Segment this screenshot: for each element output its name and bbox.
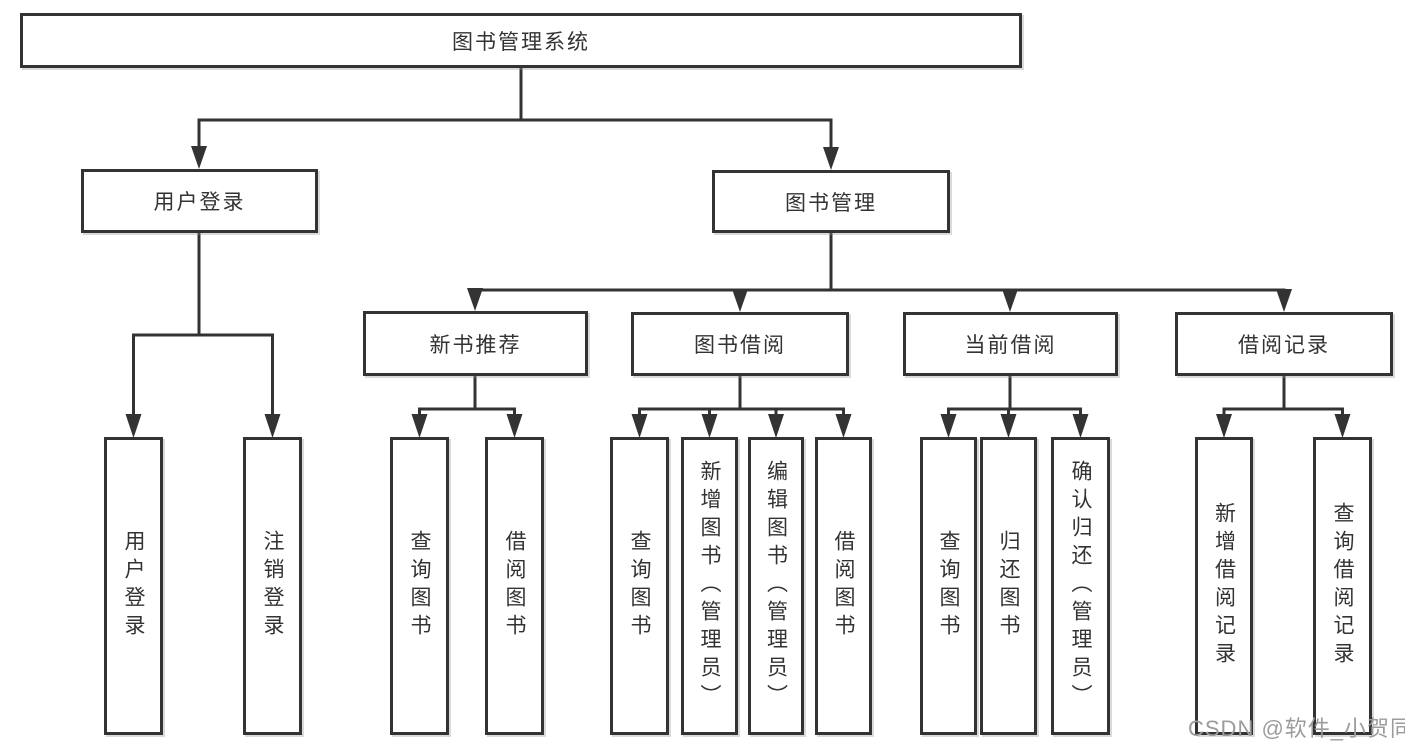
leaf-bb-query-books: 查询图书 <box>610 437 669 735</box>
leaf-bb-add-books-admin: 新增图书（管理员） <box>681 437 738 735</box>
arrowhead <box>823 147 839 170</box>
node-library-system: 图书管理系统 <box>20 13 1022 68</box>
arrowhead <box>1216 414 1232 438</box>
node-label: 当前借阅 <box>964 334 1057 357</box>
leaf-cb-query-books: 查询图书 <box>920 437 977 735</box>
node-label: 图书管理 <box>785 191 877 215</box>
node-label: 用户登录 <box>153 191 246 214</box>
node-book-management: 图书管理 <box>712 170 950 233</box>
leaf-bb-edit-books-admin: 编辑图书（管理员） <box>748 437 804 735</box>
arrowhead <box>940 414 957 438</box>
leaf-br-add-borrow-record: 新增借阅记录 <box>1195 437 1253 735</box>
node-label: 归还图书 <box>997 530 1020 642</box>
node-new-book-recommendation: 新书推荐 <box>363 311 588 376</box>
arrowhead <box>732 289 748 312</box>
arrowhead <box>768 414 784 438</box>
leaf-bb-borrow-books: 借阅图书 <box>815 437 872 735</box>
leaf-cb-return-books: 归还图书 <box>980 437 1037 735</box>
node-label: 图书借阅 <box>694 334 786 357</box>
csdn-watermark: CSDN @软件_小贺同学 <box>1188 716 1405 741</box>
node-label: 用户登录 <box>122 530 145 642</box>
arrowhead <box>835 414 852 438</box>
node-label: 新书推荐 <box>429 333 522 357</box>
leaf-br-query-borrow-record: 查询借阅记录 <box>1313 437 1372 735</box>
node-label: 借阅记录 <box>1238 334 1330 357</box>
leaf-nb-borrow-books: 借阅图书 <box>485 437 544 735</box>
arrowhead <box>264 414 281 438</box>
node-user-login: 用户登录 <box>81 169 318 233</box>
arrowhead <box>467 288 483 311</box>
node-current-borrowing: 当前借阅 <box>903 312 1118 376</box>
node-label: 新增图书（管理员） <box>698 460 721 712</box>
node-label: 新增借阅记录 <box>1212 502 1236 670</box>
leaf-nb-query-books: 查询图书 <box>390 437 449 735</box>
arrowhead <box>1276 289 1292 312</box>
node-label: 注销登录 <box>261 530 284 642</box>
node-label: 编辑图书（管理员） <box>764 460 788 712</box>
node-label: 借阅图书 <box>832 530 855 642</box>
node-label: 图书管理系统 <box>452 30 590 54</box>
arrowhead <box>191 146 207 169</box>
arrowhead <box>631 414 648 438</box>
node-label: 查询图书 <box>628 530 651 642</box>
arrowhead <box>701 414 718 438</box>
node-label: 确认归还（管理员） <box>1069 460 1092 712</box>
node-borrowing-records: 借阅记录 <box>1175 312 1393 376</box>
leaf-logout: 注销登录 <box>243 437 302 735</box>
arrowhead <box>411 414 428 438</box>
node-label: 查询借阅记录 <box>1331 502 1354 670</box>
arrowhead <box>125 414 142 438</box>
arrowhead <box>1002 289 1018 312</box>
arrowhead <box>1000 414 1017 438</box>
node-book-borrowing: 图书借阅 <box>631 312 849 376</box>
arrowhead <box>506 414 523 438</box>
leaf-user-login: 用户登录 <box>104 437 163 735</box>
arrowhead <box>1072 414 1089 438</box>
node-label: 查询图书 <box>408 530 431 642</box>
arrowhead <box>1334 414 1351 438</box>
node-label: 查询图书 <box>937 530 960 642</box>
leaf-cb-confirm-return-admin: 确认归还（管理员） <box>1051 437 1110 735</box>
node-label: 借阅图书 <box>503 530 526 642</box>
